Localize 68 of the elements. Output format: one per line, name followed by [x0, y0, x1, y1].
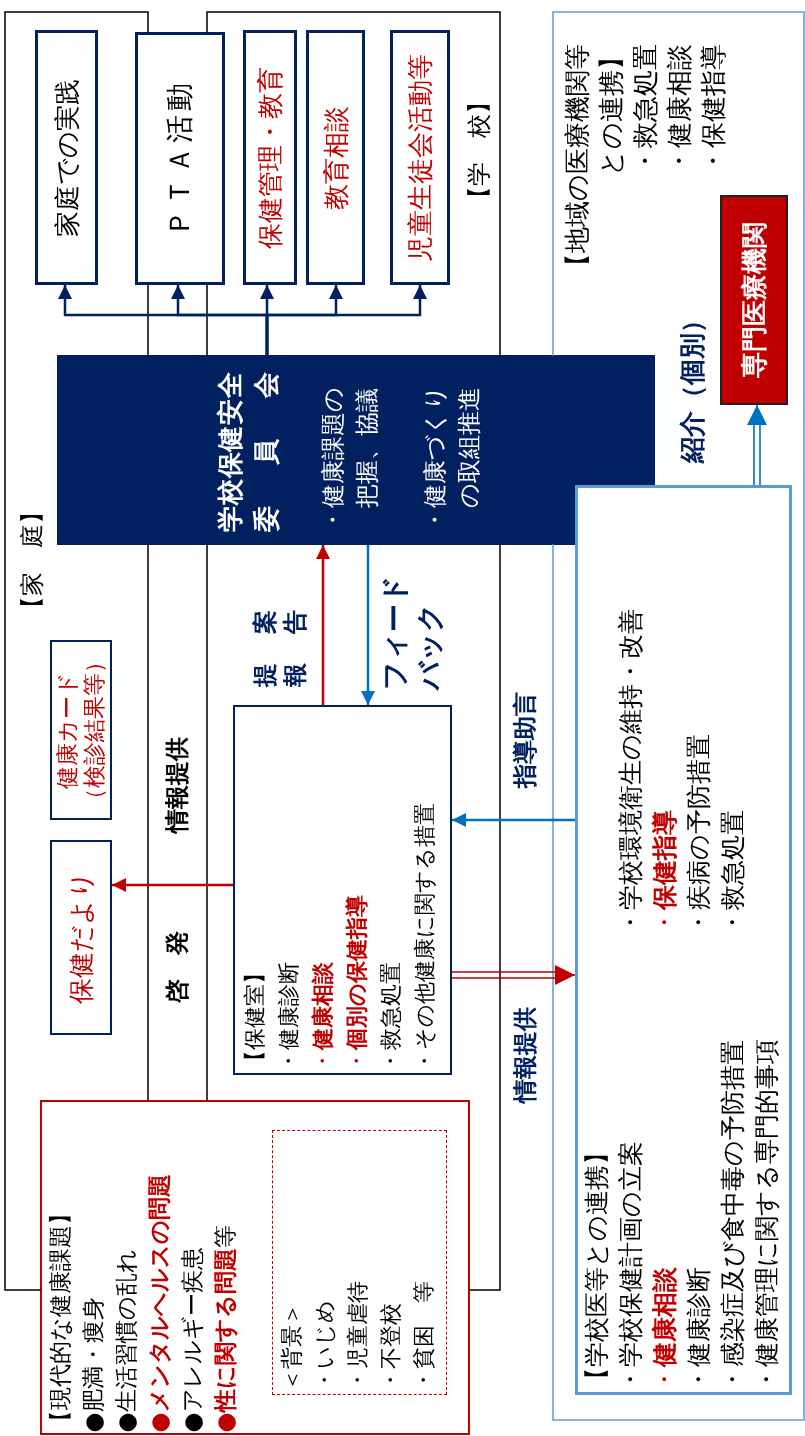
list-item: ●アレルギー疾患 — [177, 1247, 206, 1433]
activity-box — [243, 30, 297, 285]
list-item: ・個別の保健指導 — [343, 895, 370, 1072]
activity-box — [390, 30, 450, 285]
box-label: 保健管理・教育 — [254, 66, 286, 249]
list-item: ・健康相談 — [309, 962, 336, 1072]
arrow — [316, 545, 330, 705]
list-item: ・いじめ — [311, 1300, 338, 1391]
activity-box — [135, 32, 225, 285]
list-item: ・疾病の予防措置 — [683, 734, 714, 935]
edge-label: 情報提供 — [510, 1007, 540, 1103]
list-item: ・学校環境衛生の維持・改善 — [615, 609, 646, 935]
list-item: ・健康管理に関する専門的事項 — [751, 1039, 782, 1392]
partner-frame — [553, 12, 804, 1420]
list-item: ●生活習慣の乱れ — [111, 1249, 140, 1433]
activity-box — [35, 30, 98, 285]
issue-box — [40, 1100, 470, 1435]
hospital-box — [720, 195, 788, 405]
frame-label: 【学 校】 — [463, 90, 494, 210]
list-item: ・保健指導 — [649, 810, 680, 935]
health-room-box — [233, 705, 452, 1075]
arrow — [747, 404, 767, 486]
document-box — [50, 840, 112, 1035]
list-item: ●メンタルヘルスの問題 — [144, 1174, 173, 1433]
list-item: ・救急処置 — [629, 44, 661, 174]
edge-label: 指導助言 — [510, 692, 540, 788]
list-item: ・健康診断 — [275, 962, 302, 1072]
background-box — [271, 1130, 447, 1396]
arrow — [361, 545, 375, 705]
arrow — [452, 813, 575, 827]
box-label: 健康カード（検診結果等） — [54, 648, 108, 813]
list-heading: 【地域の医療機関等との連携】 — [561, 44, 627, 281]
box-label: 保健だより — [65, 871, 97, 1004]
list-item: ・健康相談 — [649, 1267, 680, 1392]
list-item: ●性に関する問題等 — [210, 1225, 239, 1433]
list-item: ・救急処置 — [377, 962, 404, 1072]
list-heading: ＜背景＞ — [278, 1303, 305, 1391]
list-item: ・学校保健計画の立案 — [615, 1141, 646, 1392]
partner-box — [575, 485, 792, 1395]
box-label: 児童生徒会活動等 — [404, 53, 436, 262]
side-label: 情報提供 — [161, 737, 193, 833]
arrow — [112, 878, 233, 892]
box-label: 家庭での実践 — [50, 78, 83, 237]
arrow — [451, 965, 576, 985]
list-item: ●肥満・痩身 — [78, 1297, 107, 1433]
activity-box — [306, 30, 365, 285]
document-box — [50, 640, 112, 820]
arrow — [265, 285, 427, 355]
list-item: ・健康相談 — [663, 44, 695, 174]
list-item: ・貧困 等 — [410, 1281, 437, 1391]
list-heading: 【現代的な健康課題】 — [45, 1201, 74, 1433]
frame-label: 【家 庭】 — [16, 500, 47, 620]
box-label: 専門医療機関 — [738, 222, 770, 378]
list-heading: 【保健室】 — [241, 962, 268, 1072]
list-item: ・不登校 — [377, 1303, 404, 1391]
list-item: ・救急処置 — [717, 810, 748, 935]
list-item: ・その他健康に関する措置 — [411, 803, 438, 1072]
list-item: ・児童虐待 — [344, 1281, 371, 1391]
list-item: ・健康診断 — [683, 1267, 714, 1392]
list-heading: 【学校医等との連携】 — [581, 1140, 612, 1392]
committee-box — [57, 355, 655, 545]
box-label: 教育相談 — [319, 105, 352, 210]
bullet-text: ・健康づくりの取組推進 — [420, 385, 484, 532]
list-item: ・保健指導 — [697, 44, 729, 174]
committee-title: 学校保健安全委員会 — [214, 372, 282, 532]
box-label: ＰＴＡ活動 — [162, 80, 197, 237]
bullet-text: ・健康課題の把握、協議 — [318, 386, 382, 532]
list-item: ・感染症及び食中毒の予防措置 — [717, 1040, 748, 1392]
